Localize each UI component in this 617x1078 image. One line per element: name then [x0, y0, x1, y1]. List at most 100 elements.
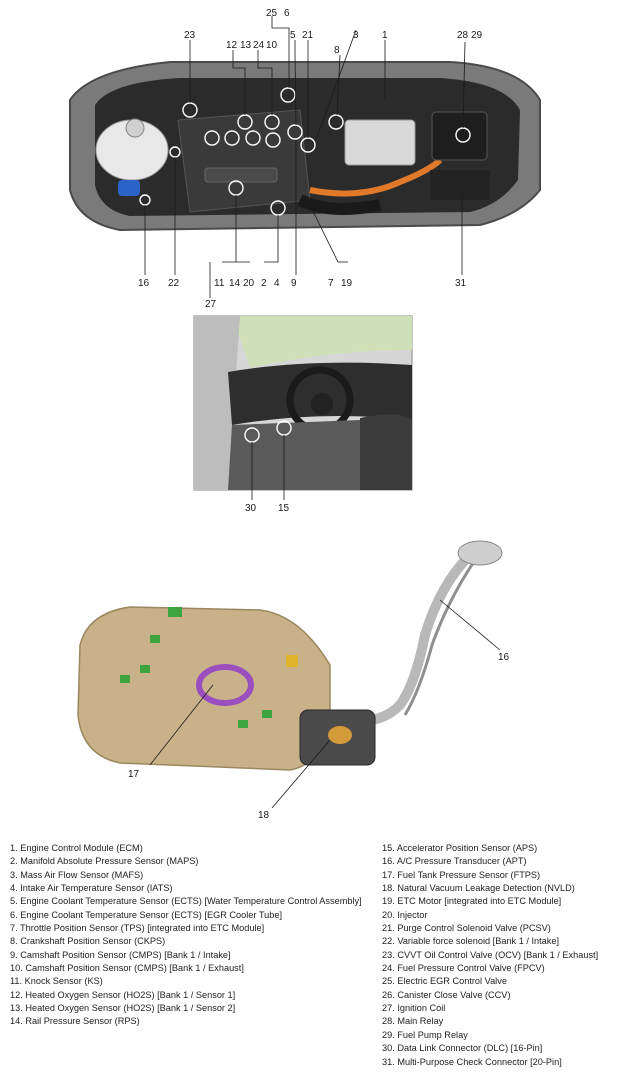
steering-hub — [311, 393, 333, 415]
tank-body — [77, 606, 331, 771]
callout-ring-8 — [328, 114, 344, 130]
windshield — [232, 316, 412, 368]
legend-item: 7. Throttle Position Sensor (TPS) [integ… — [10, 923, 265, 934]
legend-item: 29. Fuel Pump Relay — [382, 1029, 468, 1040]
tank-callout-16: 16 — [498, 652, 510, 663]
legend-item: 1. Engine Control Module (ECM) — [10, 843, 143, 853]
engine-callout-29: 29 — [471, 30, 483, 41]
legend-item: 16. A/C Pressure Transducer (APT) — [382, 856, 527, 867]
legend-item: 22. Variable force solenoid [Bank 1 / In… — [382, 936, 560, 947]
engine-cover — [177, 109, 311, 213]
tank-callout-17: 17 — [128, 769, 140, 780]
engine-callout-21: 21 — [302, 30, 314, 41]
reservoir-cap — [125, 118, 145, 138]
engine-callout-20: 20 — [243, 278, 255, 289]
legend-item: 3. Mass Air Flow Sensor (MAFS) — [10, 869, 144, 880]
tank-connector — [140, 665, 150, 673]
legend-item: 19. ETC Motor [integrated into ETC Modul… — [382, 896, 562, 907]
engine-callout-19: 19 — [341, 278, 353, 289]
legend-item: 25. Electric EGR Control Valve — [382, 976, 507, 987]
callout-ring-13 — [265, 132, 281, 148]
driver-seat — [360, 414, 412, 490]
inverter-unit — [344, 119, 416, 166]
nvld-module — [328, 726, 352, 744]
washer-fluid-cap — [118, 180, 140, 196]
tank-connector — [168, 607, 182, 617]
filler-neck — [349, 551, 474, 726]
engine-callout-16: 16 — [138, 278, 150, 289]
engine-bay-drawing: 25 6 23 12 13 24 10 5 21 3 1 8 28 29 16 … — [69, 8, 541, 310]
engine-callout-23: 23 — [184, 30, 196, 41]
legend-item: 28. Main Relay — [382, 1016, 444, 1027]
legend-item: 30. Data Link Connector (DLC) [16-Pin] — [382, 1043, 543, 1054]
legend-item: 14. Rail Pressure Sensor (RPS) — [10, 1016, 140, 1027]
legend-item: 15. Accelerator Position Sensor (APS) — [382, 843, 538, 853]
interior-callout-30: 30 — [245, 503, 257, 514]
interior-callout-15: 15 — [278, 503, 290, 514]
legend-item: 31. Multi-Purpose Check Connector [20-Pi… — [382, 1056, 562, 1067]
legend-left-column: 1. Engine Control Module (ECM) 2. Manifol… — [10, 842, 380, 1029]
battery-area — [430, 170, 490, 200]
legend-item: 9. Camshaft Position Sensor (CMPS) [Bank… — [10, 949, 231, 960]
fuel-pump-ring — [196, 664, 254, 706]
callout-ring-6 — [280, 87, 296, 103]
engine-callout-25: 25 — [266, 8, 278, 19]
engine-callout-6: 6 — [284, 8, 290, 19]
engine-callout-13: 13 — [240, 40, 252, 51]
engine-callout-8: 8 — [334, 45, 340, 56]
engine-bay-figure: 25 6 23 12 13 24 10 5 21 3 1 8 28 29 16 … — [0, 0, 617, 310]
fuel-tank-figure: 16 17 18 — [0, 525, 617, 830]
legend-item: 24. Fuel Pressure Control Valve (FPCV) — [382, 963, 545, 974]
legend-item: 4. Intake Air Temperature Sensor (IATS) — [10, 883, 173, 894]
legend-item: 13. Heated Oxygen Sensor (HO2S) [Bank 1 … — [10, 1003, 236, 1014]
interior-figure: 30 15 — [0, 310, 617, 520]
door-frame — [194, 316, 240, 490]
legend-item: 2. Manifold Absolute Pressure Sensor (MA… — [10, 856, 199, 867]
legend-item: 23. CVVT Oil Control Valve (OCV) [Bank 1… — [382, 949, 599, 960]
engine-callout-31: 31 — [455, 278, 467, 289]
tank-connector-yellow — [286, 655, 298, 667]
orange-hv-cable — [309, 157, 443, 197]
engine-callout-10: 10 — [266, 40, 278, 51]
footwell — [228, 420, 360, 490]
engine-callout-12: 12 — [226, 40, 238, 51]
intake-hose — [297, 194, 382, 215]
callout-ring-11 — [204, 130, 220, 146]
interior-drawing: 30 15 — [193, 315, 413, 514]
tank-connector — [120, 675, 130, 683]
legend-item: 10. Camshaft Position Sensor (CMPS) [Ban… — [10, 963, 244, 974]
engine-callout-9: 9 — [291, 278, 297, 289]
engine-callout-3: 3 — [353, 30, 359, 41]
engine-callout-14: 14 — [229, 278, 241, 289]
legend-item: 26. Canister Close Valve (CCV) — [382, 989, 511, 1000]
engine-callout-22: 22 — [168, 278, 180, 289]
engine-callout-4: 4 — [274, 278, 280, 289]
fuel-tank-drawing: 16 17 18 — [77, 540, 510, 821]
engine-callout-24: 24 — [253, 40, 265, 51]
tank-connector — [238, 720, 248, 728]
legend-item: 5. Engine Coolant Temperature Sensor (EC… — [10, 896, 362, 907]
callout-ring-14 — [224, 130, 240, 146]
legend-item: 12. Heated Oxygen Sensor (HO2S) [Bank 1 … — [10, 989, 236, 1000]
engine-callout-27: 27 — [205, 299, 217, 310]
legend-item: 11. Knock Sensor (KS) — [10, 976, 103, 987]
engine-callout-2: 2 — [261, 278, 267, 289]
tank-connector — [262, 710, 272, 718]
legend-item: 17. Fuel Tank Pressure Sensor (FTPS) — [382, 869, 541, 880]
legend-item: 6. Engine Coolant Temperature Sensor (EC… — [10, 909, 283, 920]
legend-item: 18. Natural Vacuum Leakage Detection (NV… — [382, 883, 575, 894]
legend-right-column: 15. Accelerator Position Sensor (APS) 16.… — [382, 842, 614, 1069]
engine-callout-28: 28 — [457, 30, 469, 41]
callout-ring-20 — [245, 130, 261, 146]
callout-ring-5 — [287, 124, 303, 140]
tank-connector — [150, 635, 160, 643]
legend-item: 8. Crankshaft Position Sensor (CKPS) — [10, 936, 166, 947]
engine-callout-5: 5 — [290, 30, 296, 41]
cover-badge — [204, 167, 278, 183]
filler-cap — [457, 540, 503, 566]
engine-callout-1: 1 — [382, 30, 388, 41]
engine-callout-11: 11 — [214, 278, 225, 289]
callout-ring-28 — [455, 127, 471, 143]
legend-item: 21. Purge Control Solenoid Valve (PCSV) — [382, 923, 551, 934]
tank-callout-18: 18 — [258, 810, 270, 821]
